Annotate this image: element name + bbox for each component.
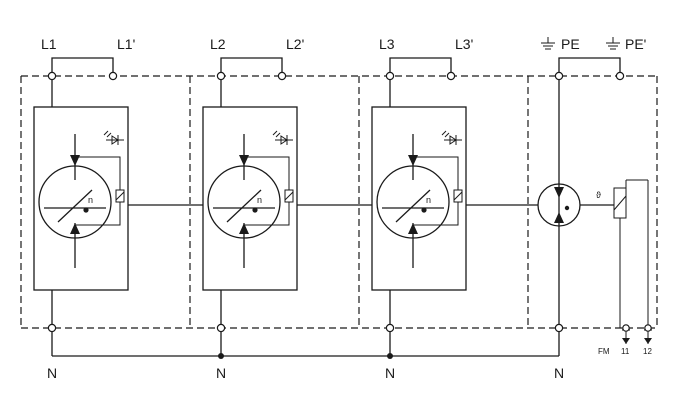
label-l2: L2 bbox=[210, 36, 226, 52]
n-label-2: n bbox=[257, 195, 262, 205]
gas-discharge-tube bbox=[537, 183, 581, 227]
label-l1-prime: L1' bbox=[117, 36, 135, 52]
label-n-3: N bbox=[385, 365, 395, 381]
thermal-symbol: ϑ bbox=[596, 190, 601, 200]
n-label-3: n bbox=[426, 195, 431, 205]
terminals bbox=[47, 71, 652, 333]
dashed-enclosure bbox=[20, 75, 658, 329]
label-l3-prime: L3' bbox=[455, 36, 473, 52]
surge-module-2: n bbox=[202, 106, 298, 291]
label-n-2: N bbox=[216, 365, 226, 381]
label-l2-prime: L2' bbox=[286, 36, 304, 52]
label-fm: FM bbox=[598, 347, 610, 356]
neutral-bus bbox=[52, 353, 559, 359]
status-led-icon-1 bbox=[103, 130, 124, 145]
earth-icon-pe-prime bbox=[606, 37, 620, 50]
status-led-icon-3 bbox=[441, 130, 462, 145]
label-terminal-11: 11 bbox=[621, 347, 630, 356]
module-1-housing bbox=[33, 106, 129, 291]
n-label-1: n bbox=[88, 195, 93, 205]
status-led-icon-2 bbox=[272, 130, 293, 145]
label-n-4: N bbox=[554, 365, 564, 381]
label-pe-prime: PE' bbox=[625, 36, 646, 52]
module-3-housing bbox=[371, 106, 467, 291]
label-n-1: N bbox=[47, 365, 57, 381]
module-2-housing bbox=[202, 106, 298, 291]
label-l1: L1 bbox=[41, 36, 57, 52]
top-terminal-bridges bbox=[51, 57, 621, 76]
surge-module-3: n bbox=[371, 106, 467, 291]
label-terminal-12: 12 bbox=[643, 347, 652, 356]
label-pe: PE bbox=[561, 36, 580, 52]
label-l3: L3 bbox=[379, 36, 395, 52]
earth-icon-pe bbox=[541, 37, 555, 50]
surge-module-1: n bbox=[33, 106, 129, 291]
remote-signal-contact: ϑ bbox=[596, 179, 652, 344]
